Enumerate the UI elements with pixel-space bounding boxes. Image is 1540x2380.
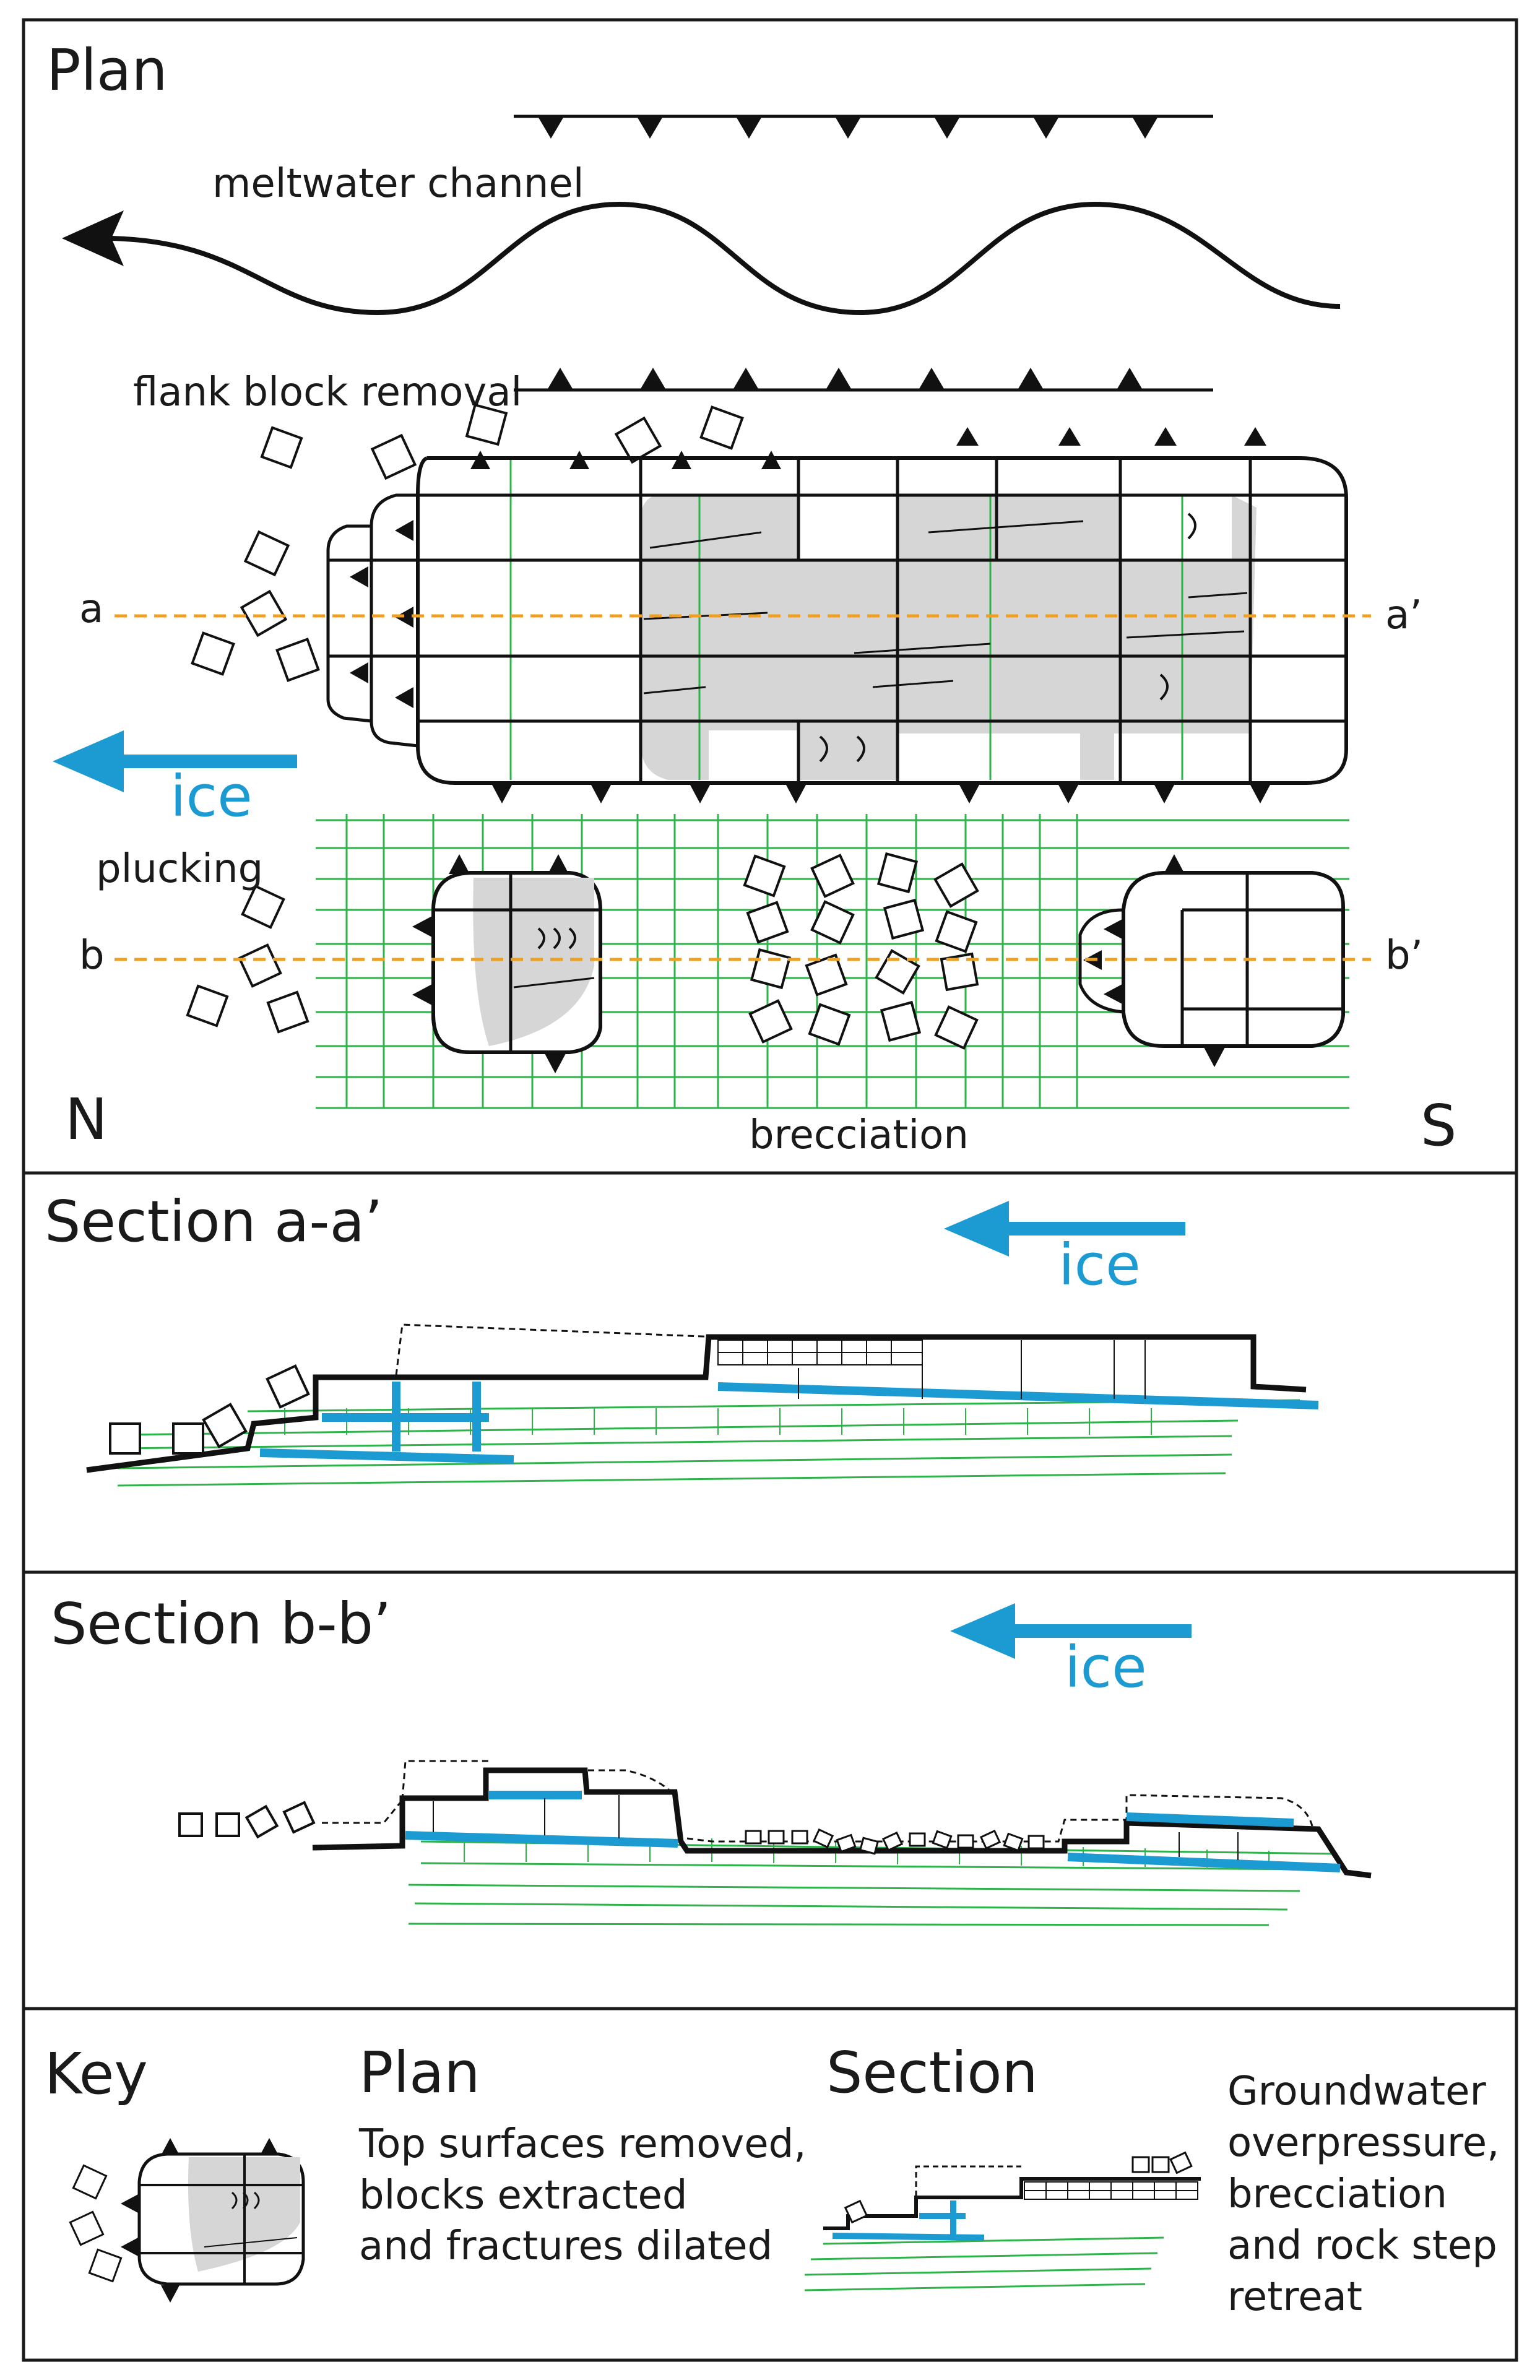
meltwater-channel-label: meltwater channel <box>212 161 584 207</box>
key-section-heading: Section <box>826 2040 1038 2106</box>
section-a-profile <box>86 1334 1307 1473</box>
key-section-line-4: and rock step <box>1227 2223 1497 2269</box>
key-section-line-3: brecciation <box>1227 2171 1447 2217</box>
section-a-dilated-fractures <box>259 1382 1319 1464</box>
key-section-line-5: retreat <box>1227 2274 1362 2320</box>
plucked-blocks-a <box>191 530 320 682</box>
key-title: Key <box>45 2041 148 2107</box>
key-section-icon <box>804 2151 1201 2291</box>
plan-title: Plan <box>46 37 168 103</box>
key-section-line-1: Groundwater <box>1227 2069 1486 2114</box>
key-plan-line-1: Top surfaces removed, <box>358 2121 807 2167</box>
key-plan-line-3: and fractures dilated <box>359 2223 772 2269</box>
section-b-breccia <box>745 1828 1045 1855</box>
section-b-panel: Section b-b’ ice <box>51 1591 1372 1926</box>
key-plan-line-2: blocks extracted <box>359 2173 688 2218</box>
flank-block-removal-label: flank block removal <box>133 370 522 415</box>
brecciated-blocks <box>743 852 979 1050</box>
rock-step-a <box>326 427 1348 803</box>
label-a-prime: a’ <box>1385 592 1422 638</box>
key-plan-heading: Plan <box>359 2040 480 2106</box>
plucked-blocks-b <box>186 885 309 1034</box>
plucking-label: plucking <box>96 846 263 892</box>
brecciation-label: brecciation <box>749 1112 969 1158</box>
section-a-plucked-blocks <box>109 1364 310 1455</box>
plan-ice-label: ice <box>170 763 253 829</box>
section-b-profile <box>312 1767 1372 1879</box>
section-b-fractures <box>433 1795 1239 1860</box>
lower-channel-bank <box>514 368 1213 392</box>
section-a-ice-arrow <box>944 1201 1185 1257</box>
figure-frame <box>22 18 1518 2362</box>
section-b-ice-label: ice <box>1065 1634 1147 1700</box>
south-label: S <box>1421 1093 1456 1159</box>
section-b-ice-arrow <box>950 1603 1192 1659</box>
key-plan-icon <box>69 2138 305 2303</box>
key-section-line-2: overpressure, <box>1227 2120 1500 2166</box>
upper-channel-bank <box>514 115 1213 139</box>
north-label: N <box>65 1086 108 1153</box>
meltwater-channel-arrow <box>62 201 1341 316</box>
key-panel: Key Plan Section <box>45 2040 1500 2320</box>
section-a-removed-top <box>395 1323 719 1376</box>
label-b: b <box>79 933 105 979</box>
plan-panel: Plan meltwater channel flank block remov… <box>46 37 1456 1159</box>
rock-step-b-left <box>412 854 602 1073</box>
section-b-removed-top <box>322 1760 1313 1843</box>
section-b-plucked-blocks <box>178 1801 316 1839</box>
section-a-panel: Section a-a’ ice <box>45 1188 1319 1487</box>
section-b-title: Section b-b’ <box>51 1591 391 1657</box>
section-a-brecciation <box>717 1339 1146 1399</box>
section-a-bedding <box>117 1399 1300 1487</box>
section-b-dilated-fractures <box>405 1791 1341 1872</box>
label-b-prime: b’ <box>1385 933 1423 979</box>
flank-blocks <box>260 403 744 480</box>
section-a-title: Section a-a’ <box>45 1188 383 1255</box>
label-a: a <box>79 586 103 632</box>
plan-ice-arrow <box>53 730 297 792</box>
section-a-ice-label: ice <box>1058 1232 1141 1298</box>
